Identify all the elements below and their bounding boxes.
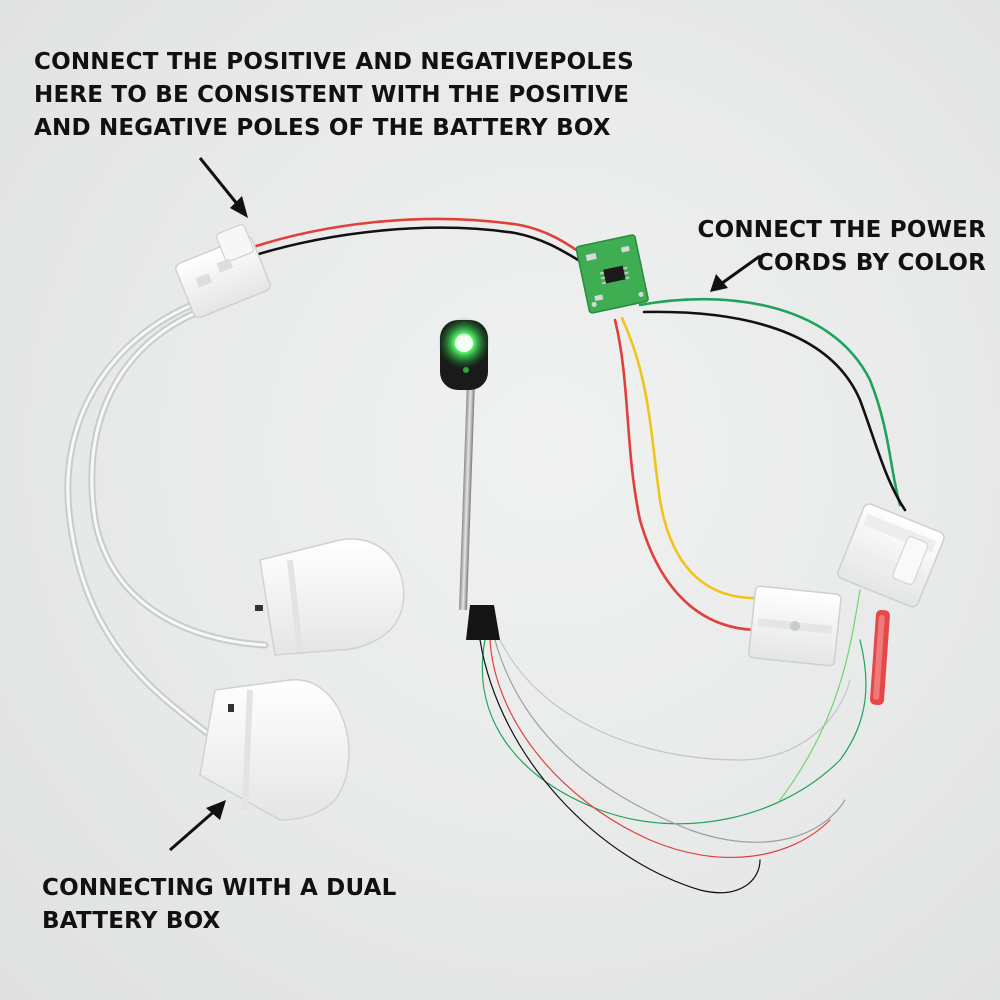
jst-connector [175, 224, 271, 319]
battery-box-lower [199, 679, 350, 821]
caption-power-cords: CONNECT THE POWER CORDS BY COLOR [698, 214, 986, 280]
lever-connector-small [748, 585, 842, 667]
signal-wires [613, 297, 907, 632]
caption-line: CONNECT THE POSITIVE AND NEGATIVEPOLES [34, 49, 634, 75]
lever-connector-large [837, 503, 945, 608]
caption-polarity-instruction: CONNECT THE POSITIVE AND NEGATIVEPOLES H… [34, 46, 634, 145]
battery-box-upper [255, 538, 405, 656]
heat-shrink-connector [870, 609, 890, 706]
caption-line: AND NEGATIVE POLES OF THE BATTERY BOX [34, 115, 611, 141]
signal-light [438, 317, 500, 640]
caption-dual-battery: CONNECTING WITH A DUAL BATTERY BOX [42, 872, 397, 938]
hairline-wires [479, 589, 867, 894]
arrow-top [198, 157, 248, 218]
caption-line: HERE TO BE CONSISTENT WITH THE POSITIVE [34, 82, 630, 108]
caption-line: CONNECT THE POWER [697, 217, 986, 243]
pcb-module [575, 234, 649, 314]
main-power-cable [248, 217, 597, 270]
caption-line: CONNECTING WITH A DUAL [42, 875, 397, 901]
arrow-right [710, 254, 761, 292]
caption-line: CORDS BY COLOR [756, 250, 986, 276]
caption-line: BATTERY BOX [42, 908, 221, 934]
arrow-bottom [169, 800, 226, 852]
battery-cable-transparent [64, 296, 269, 739]
